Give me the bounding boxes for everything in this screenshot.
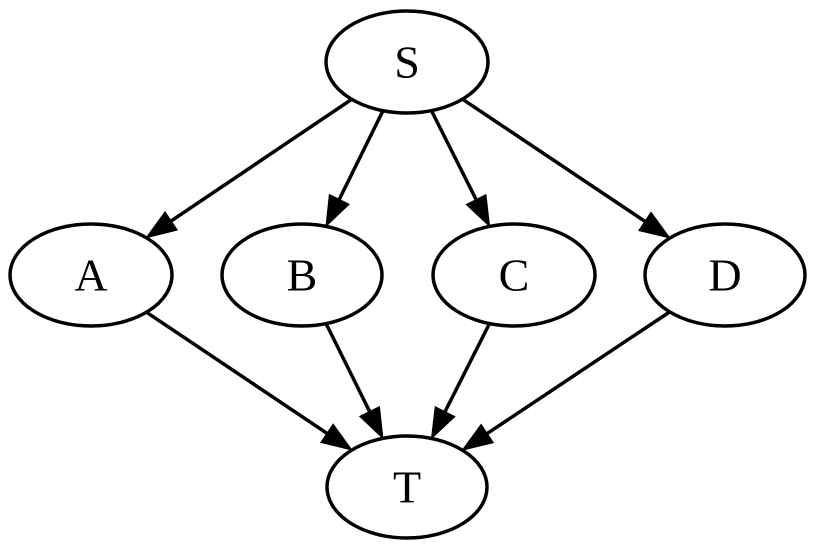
node-T: T	[325, 434, 489, 540]
edge-arrowhead-S-B	[325, 193, 350, 228]
node-A: A	[8, 222, 174, 328]
edge-arrowhead-S-D	[637, 211, 672, 239]
edge-line-S-D	[461, 97, 650, 226]
edge-arrowhead-A-T	[320, 423, 354, 451]
node-ellipse-A	[8, 222, 174, 328]
node-B: B	[220, 222, 384, 328]
edge-line-A-T	[145, 310, 332, 437]
node-C: C	[431, 222, 597, 328]
edge-line-S-B	[335, 109, 385, 204]
node-label-S: S	[394, 37, 420, 88]
edge-C-T	[430, 322, 492, 440]
edge-D-T	[461, 310, 671, 451]
edge-line-D-T	[482, 310, 671, 438]
edge-S-A	[145, 97, 353, 239]
node-label-D: D	[708, 250, 741, 301]
node-label-A: A	[74, 250, 107, 301]
edge-line-B-T	[324, 322, 373, 416]
node-ellipse-C	[431, 222, 597, 328]
edge-line-S-C	[429, 109, 480, 204]
edge-S-B	[325, 109, 385, 228]
edge-arrowhead-C-T	[430, 405, 456, 440]
edge-arrowhead-S-A	[145, 210, 179, 239]
edge-B-T	[324, 322, 384, 440]
node-ellipse-D	[643, 222, 807, 328]
edge-line-S-A	[166, 97, 353, 225]
node-label-C: C	[499, 250, 530, 301]
node-D: D	[643, 222, 807, 328]
node-layer: S A B C D T	[8, 9, 807, 540]
edge-arrowhead-B-T	[358, 405, 384, 440]
node-label-T: T	[393, 462, 421, 513]
edge-layer	[145, 97, 672, 451]
node-ellipse-B	[220, 222, 384, 328]
edge-arrowhead-D-T	[461, 423, 495, 451]
node-ellipse-S	[324, 9, 490, 115]
edge-S-C	[429, 109, 491, 228]
edge-line-C-T	[441, 322, 492, 417]
edge-A-T	[145, 310, 354, 451]
edge-S-D	[461, 97, 672, 239]
node-S: S	[324, 9, 490, 115]
node-label-B: B	[287, 250, 318, 301]
node-ellipse-T	[325, 434, 489, 540]
edge-arrowhead-S-C	[465, 193, 491, 228]
